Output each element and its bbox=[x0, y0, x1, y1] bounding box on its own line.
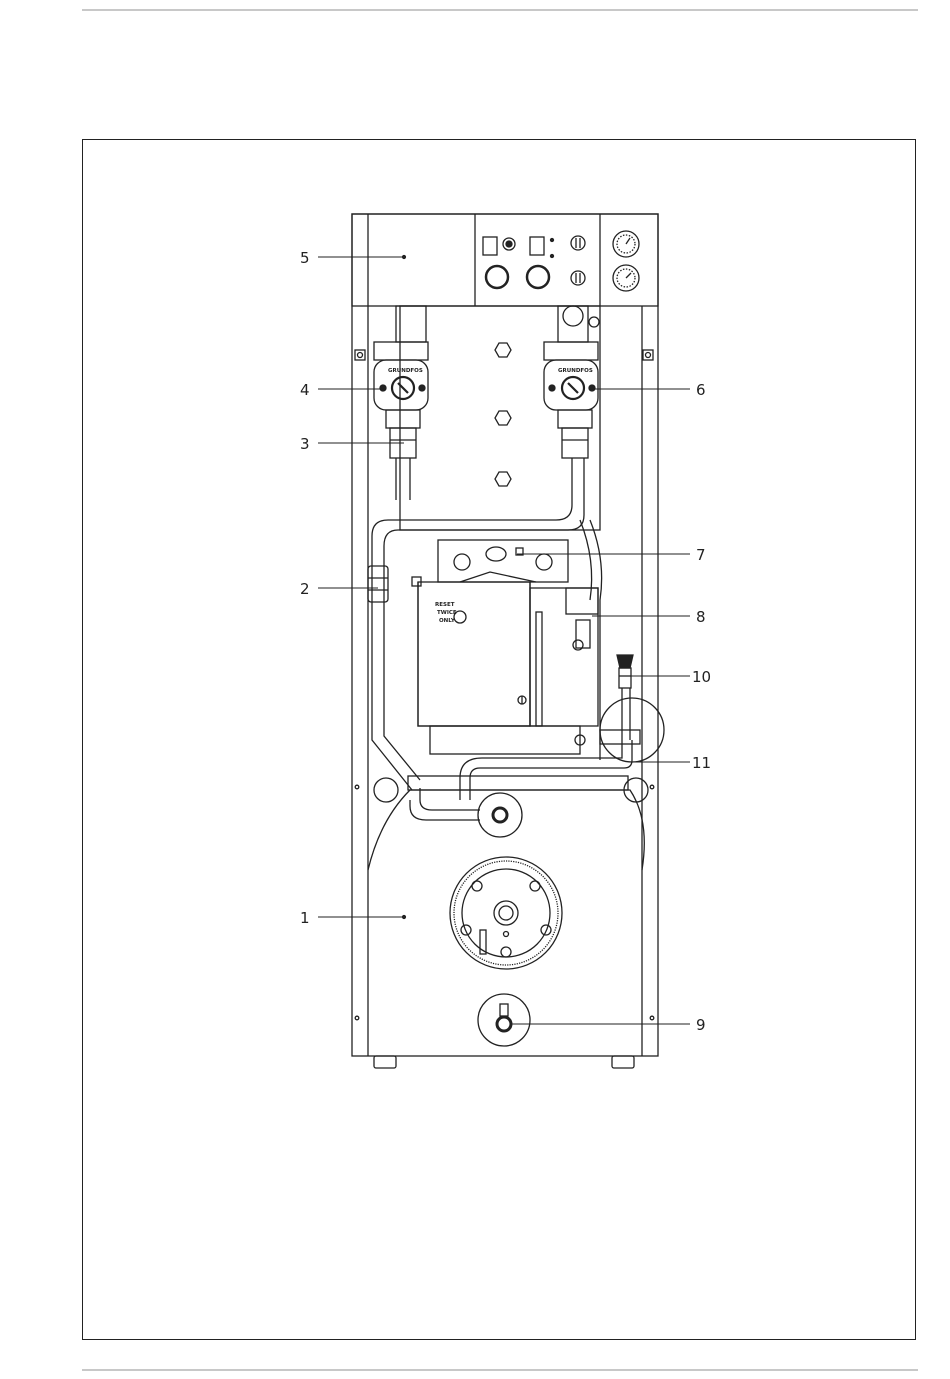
callout-5: 5 bbox=[300, 249, 310, 267]
right-pump-brand: GRUNDFOS bbox=[558, 368, 593, 374]
air-vent bbox=[617, 655, 633, 740]
reset-label-line1: RESET bbox=[435, 602, 455, 608]
reset-label-line2: TWICE bbox=[437, 610, 457, 616]
callout-4: 4 bbox=[300, 381, 310, 399]
callout-1: 1 bbox=[300, 909, 310, 927]
burner-assembly bbox=[418, 540, 664, 762]
left-pump bbox=[374, 306, 428, 500]
right-pump bbox=[544, 306, 599, 458]
pipework bbox=[368, 458, 632, 820]
callout-7: 7 bbox=[696, 546, 706, 564]
boiler-body bbox=[368, 776, 648, 1046]
back-plate bbox=[355, 306, 653, 586]
callout-11: 11 bbox=[692, 754, 711, 772]
reset-label-line3: ONLY bbox=[439, 618, 456, 624]
control-panel bbox=[352, 214, 658, 306]
callout-10: 10 bbox=[692, 668, 711, 686]
left-pump-brand: GRUNDFOS bbox=[388, 368, 423, 374]
callout-8: 8 bbox=[696, 608, 706, 626]
callout-9: 9 bbox=[696, 1016, 706, 1034]
callout-3: 3 bbox=[300, 435, 310, 453]
callout-6: 6 bbox=[696, 381, 706, 399]
callout-2: 2 bbox=[300, 580, 310, 598]
